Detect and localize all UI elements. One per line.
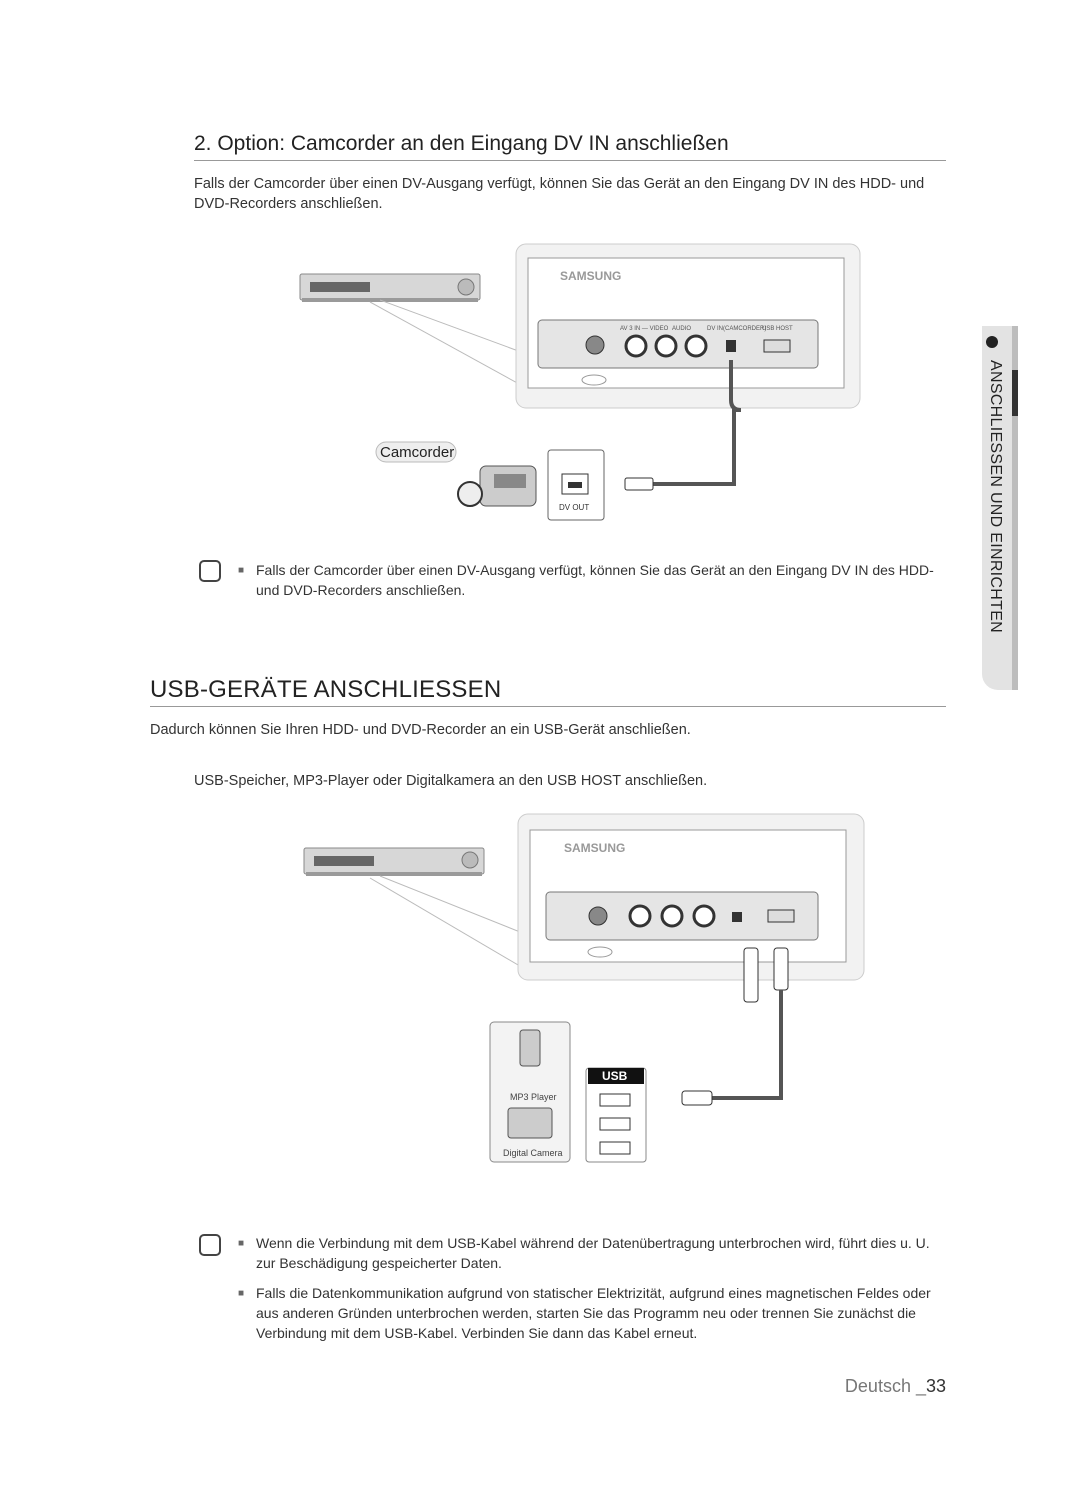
bullet-icon: ■: [238, 1288, 245, 1299]
panel-label-usb: USB HOST: [762, 326, 793, 332]
panel-label-audio: AUDIO: [672, 326, 691, 332]
brand-label: SAMSUNG: [564, 841, 625, 855]
usb-connection-figure: SAMSUNG MP3 Player Digital Camera USB: [303, 813, 865, 1163]
side-tab-dot-icon: [986, 336, 998, 348]
recorder-front-panel-zoom: [517, 813, 865, 981]
section2-intro: Dadurch können Sie Ihren HDD- und DVD-Re…: [150, 722, 691, 738]
dv-connection-figure: SAMSUNG AV 3 IN — VIDEO AUDIO DV IN(CAMC…: [299, 243, 861, 521]
section2-instruction: USB-Speicher, MP3-Player oder Digitalkam…: [194, 773, 708, 789]
section1-heading: 2. Option: Camcorder an den Eingang DV I…: [194, 132, 946, 161]
mp3-player-image: [519, 1029, 541, 1067]
note-icon: [199, 560, 221, 582]
mp3-player-label: MP3 Player: [510, 1092, 557, 1102]
camcorder-image: [457, 465, 537, 507]
usb-cable: [710, 990, 783, 1100]
usb-stick-image: [743, 947, 759, 1003]
panel-label-av: AV 3 IN — VIDEO: [620, 326, 669, 332]
footer-language: Deutsch _: [844, 1376, 926, 1396]
dv-cable: [645, 360, 742, 486]
recorder-front-panel-zoom: [515, 243, 861, 409]
recorder-small-image: [299, 273, 481, 302]
side-tab-bar: [1012, 326, 1018, 690]
section1-intro: Falls der Camcorder über einen DV-Ausgan…: [194, 176, 925, 212]
section2-note-2: Falls die Datenkommunikation aufgrund vo…: [256, 1285, 931, 1341]
camcorder-label: Camcorder: [380, 444, 454, 461]
side-tab-marker: [1012, 370, 1018, 416]
section2-heading: USB-GERÄTE ANSCHLIESSEN: [150, 676, 946, 707]
page-footer: Deutsch _33: [845, 1376, 946, 1397]
brand-label: SAMSUNG: [560, 269, 621, 283]
bullet-icon: ■: [238, 1238, 245, 1249]
digital-camera-label: Digital Camera: [503, 1148, 563, 1158]
panel-label-dv: DV IN(CAMCORDER): [707, 326, 766, 332]
page-number: 33: [925, 1376, 946, 1396]
note-icon: [199, 1234, 221, 1256]
recorder-small-image: [303, 847, 485, 876]
bullet-icon: ■: [238, 565, 245, 576]
side-tab-text: ANSCHLIESSEN UND EINRICHTEN: [987, 360, 1004, 634]
dv-out-label: DV OUT: [559, 503, 589, 512]
usb-badge: USB: [602, 1069, 628, 1083]
section2-note-1: Wenn die Verbindung mit dem USB-Kabel wä…: [256, 1235, 930, 1271]
digital-camera-image: [507, 1107, 553, 1139]
section1-note: Falls der Camcorder über einen DV-Ausgan…: [256, 562, 934, 598]
side-tab-label: ANSCHLIESSEN UND EINRICHTEN: [986, 360, 1014, 660]
